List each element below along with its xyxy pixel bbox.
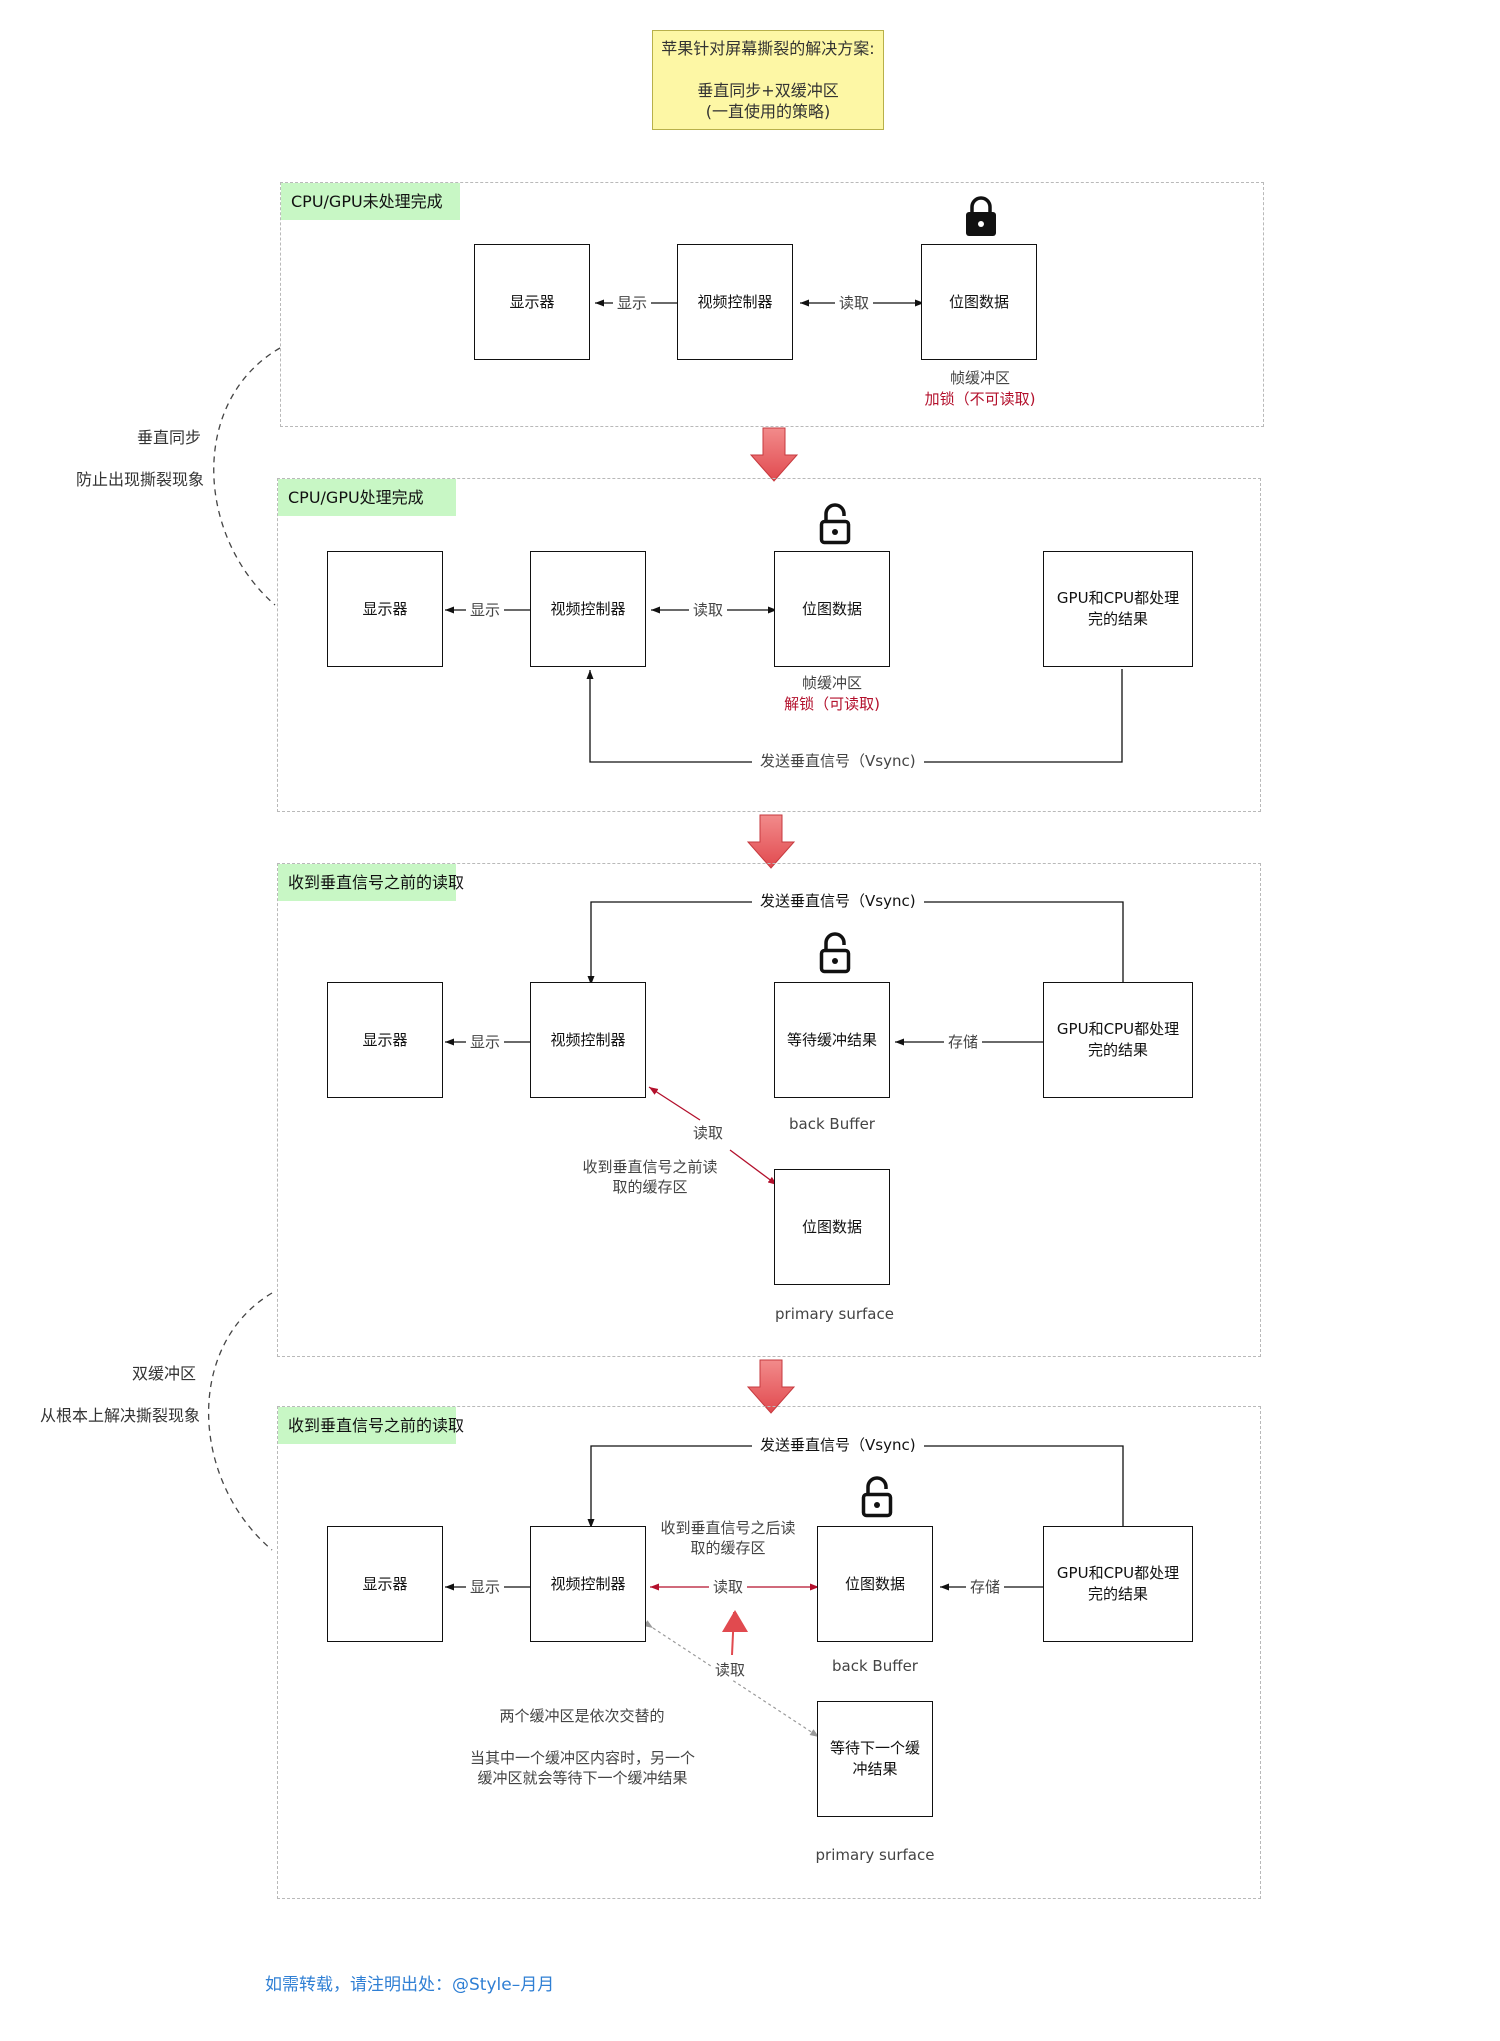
note-line-1: 苹果针对屏幕撕裂的解决方案: [661,39,875,58]
p4-display-node: 显示器 [327,1526,443,1642]
p3-vsync-label: 发送垂直信号（Vsync) [752,891,924,911]
p3-back-buffer-label: back Buffer [789,1115,875,1133]
p4-after-note: 收到垂直信号之后读取的缓存区 [660,1519,796,1557]
p3-waiting-node: 等待缓冲结果 [774,982,890,1098]
lock-open-icon [861,1476,893,1518]
p1-bitmap-node: 位图数据 [921,244,1037,360]
p1-edge-read-label: 读取 [835,293,874,313]
down-arrow-3 [746,1359,796,1414]
panel3-title: 收到垂直信号之前的读取 [278,864,464,901]
p4-result-node: GPU和CPU都处理完的结果 [1043,1526,1193,1642]
double-buffer-arc [208,1292,273,1551]
p4-bitmap-node: 位图数据 [817,1526,933,1642]
note-line-3: (一直使用的策略) [705,102,831,121]
p4-vsync-label: 发送垂直信号（Vsync) [752,1435,924,1455]
solution-note: 苹果针对屏幕撕裂的解决方案: 垂直同步+双缓冲区 (一直使用的策略) [652,30,884,130]
side-label-double-buffer-desc: 从根本上解决撕裂现象 [40,1406,201,1425]
panel4-title: 收到垂直信号之前的读取 [278,1407,464,1444]
p3-controller-node: 视频控制器 [530,982,646,1098]
vsync-arc [213,347,281,606]
p2-vsync-label: 发送垂直信号（Vsync) [752,751,924,771]
p3-bitmap-node: 位图数据 [774,1169,890,1285]
p4-back-buffer-label: back Buffer [832,1657,918,1675]
p2-display-node: 显示器 [327,551,443,667]
p1-lock-label: 加锁（不可读取) [924,390,1036,408]
p1-frame-buffer-label: 帧缓冲区 [949,369,1010,387]
lock-closed-icon [966,196,996,236]
p2-edge-read-label: 读取 [689,600,728,620]
footer-reprint-note: 如需转载，请注明出处：@Style–月月 [265,1975,555,1995]
panel1-title: CPU/GPU未处理完成 [281,183,460,220]
down-arrow-2 [746,814,796,869]
p4-edge-read-label: 读取 [709,1577,748,1597]
p2-controller-node: 视频控制器 [530,551,646,667]
panel-read-before-vsync [277,863,1261,1357]
panel-cpu-gpu-done [277,478,1261,812]
side-label-vsync: 垂直同步 [137,428,202,447]
p4-controller-node: 视频控制器 [530,1526,646,1642]
p3-edge-store-label: 存储 [944,1032,983,1052]
p4-alternate-note-2: 当其中一个缓冲区内容时，另一个缓冲区就会等待下一个缓冲结果 [470,1749,696,1787]
p2-edge-display-label: 显示 [466,600,505,620]
side-label-vsync-desc: 防止出现撕裂现象 [76,470,205,489]
p3-primary-surface-label: primary surface [775,1305,894,1323]
p4-primary-surface-label: primary surface [815,1846,935,1864]
p2-result-node: GPU和CPU都处理完的结果 [1043,551,1193,667]
p4-edge-display-label: 显示 [466,1577,505,1597]
p2-bitmap-node: 位图数据 [774,551,890,667]
p3-read-note: 收到垂直信号之前读取的缓存区 [582,1158,718,1196]
panel-cpu-gpu-not-done [280,182,1264,427]
lock-open-icon [819,932,851,974]
p3-result-node: GPU和CPU都处理完的结果 [1043,982,1193,1098]
note-line-2: 垂直同步+双缓冲区 [697,81,839,100]
panel2-title: CPU/GPU处理完成 [278,479,456,516]
p2-frame-buffer-label: 帧缓冲区 [801,674,862,692]
p1-display-node: 显示器 [474,244,590,360]
p3-display-node: 显示器 [327,982,443,1098]
side-label-double-buffer: 双缓冲区 [132,1364,197,1383]
p1-edge-display-label: 显示 [613,293,652,313]
p3-edge-read-label: 读取 [689,1123,728,1143]
panel-read-after-vsync [277,1406,1261,1899]
down-arrow-1 [749,427,799,482]
p3-edge-display-label: 显示 [466,1032,505,1052]
p4-edge-store-label: 存储 [966,1577,1005,1597]
p4-alternate-note-1: 两个缓冲区是依次交替的 [499,1707,665,1725]
p1-controller-node: 视频控制器 [677,244,793,360]
p4-edge-read2-label: 读取 [711,1660,750,1680]
p4-waiting-node: 等待下一个缓冲结果 [817,1701,933,1817]
lock-open-icon [819,503,851,545]
p2-unlock-label: 解锁（可读取) [784,695,880,713]
